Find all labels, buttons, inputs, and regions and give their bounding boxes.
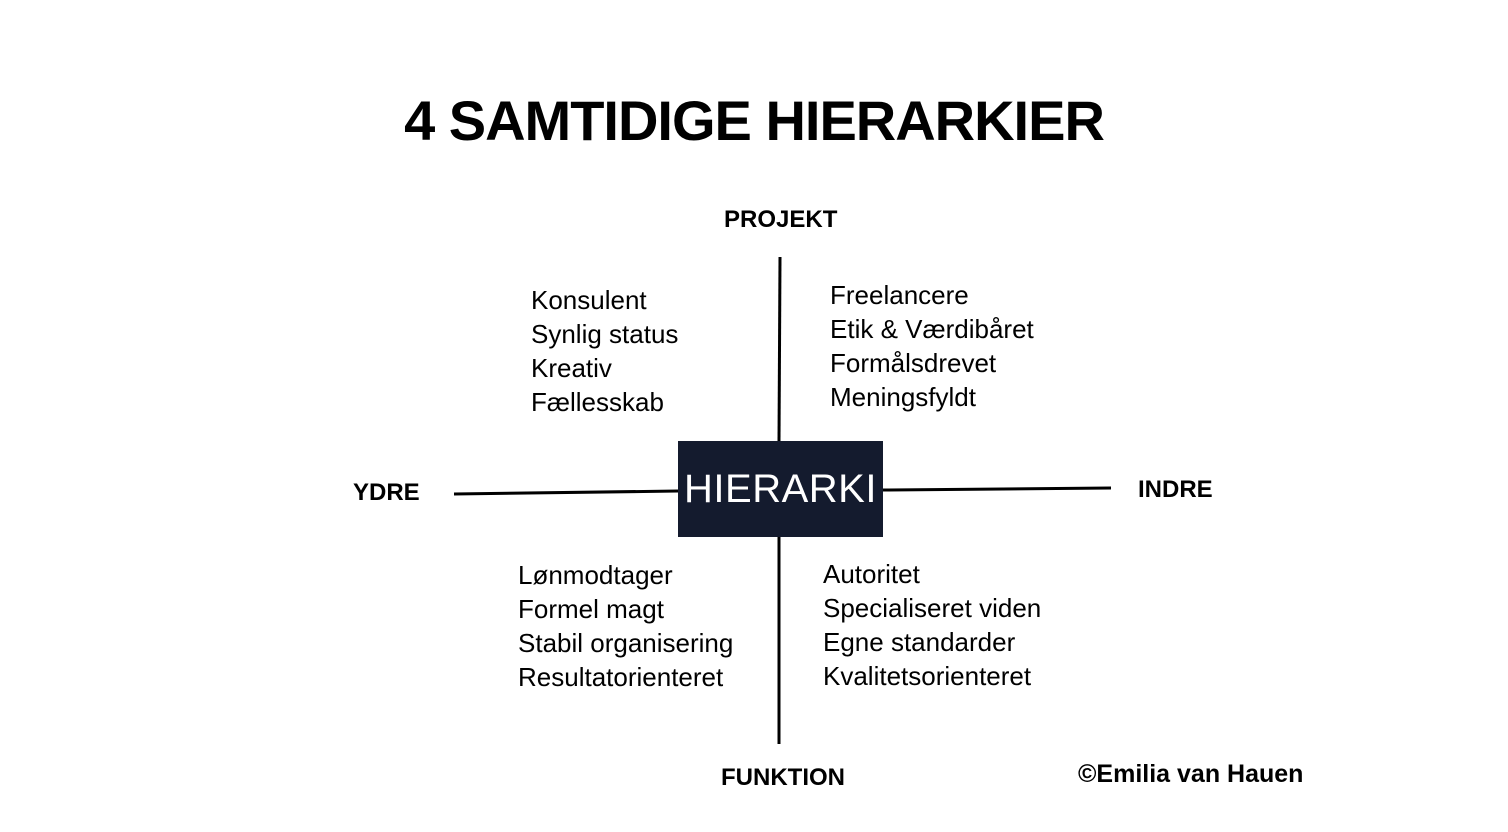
center-label: HIERARKI bbox=[684, 466, 877, 511]
quadrant-top-left: Konsulent Synlig status Kreativ Fællessk… bbox=[531, 283, 678, 419]
quadrant-item: Egne standarder bbox=[823, 627, 1016, 657]
axis-line-vertical-top bbox=[777, 256, 782, 442]
quadrant-item: Kvalitetsorienteret bbox=[823, 661, 1032, 691]
axis-line-horizontal-left bbox=[453, 489, 679, 496]
quadrant-bottom-right: Autoritet Specialiseret viden Egne stand… bbox=[823, 557, 1041, 693]
quadrant-item: Kreativ bbox=[531, 353, 612, 383]
quadrant-item: Autoritet bbox=[823, 559, 920, 589]
page-title: 4 SAMTIDIGE HIERARKIER bbox=[404, 89, 1105, 152]
quadrant-item: Konsulent bbox=[531, 285, 647, 315]
quadrant-item: Stabil organisering bbox=[518, 628, 734, 658]
quadrant-item: Meningsfyldt bbox=[830, 382, 976, 412]
quadrant-item: Lønmodtager bbox=[518, 560, 673, 590]
quadrant-item: Synlig status bbox=[531, 319, 679, 349]
quadrant-top-right: Freelancere Etik & Værdibåret Formålsdre… bbox=[830, 278, 1034, 414]
axis-label-funktion: FUNKTION bbox=[721, 764, 845, 791]
quadrant-item: Specialiseret viden bbox=[823, 593, 1042, 623]
axis-label-projekt: PROJEKT bbox=[724, 206, 838, 233]
axis-label-indre: INDRE bbox=[1138, 476, 1213, 503]
quadrant-item: Resultatorienteret bbox=[518, 662, 724, 692]
center-box-hierarki: HIERARKI bbox=[678, 441, 883, 537]
quadrant-item: Formel magt bbox=[518, 594, 664, 624]
quadrant-item: Fællesskab bbox=[531, 387, 664, 417]
quadrant-item: Etik & Værdibåret bbox=[830, 314, 1034, 344]
quadrant-bottom-left: Lønmodtager Formel magt Stabil organiser… bbox=[518, 558, 733, 694]
axis-label-ydre: YDRE bbox=[353, 479, 420, 506]
axis-line-horizontal-right bbox=[882, 486, 1112, 492]
quadrant-item: Freelancere bbox=[830, 280, 969, 310]
quadrant-item: Formålsdrevet bbox=[830, 348, 997, 378]
copyright-notice: ©Emilia van Hauen bbox=[1078, 760, 1304, 788]
